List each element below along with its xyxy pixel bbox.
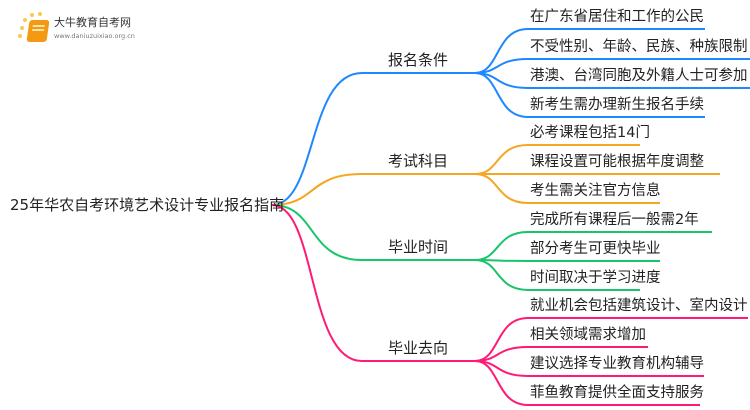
branch-connector (271, 173, 475, 206)
logo-title: 大牛教育自考网 (54, 16, 131, 29)
leaf-topic: 不受性别、年龄、民族、种族限制 (530, 39, 748, 55)
branch-label: 毕业去向 (388, 339, 449, 357)
leaf-connector (474, 144, 640, 175)
leaf-connector (474, 231, 712, 261)
branch-label: 毕业时间 (388, 238, 449, 256)
leaf-topic: 在广东省居住和工作的公民 (530, 9, 704, 25)
leaf-topic: 时间取决于学习进度 (530, 270, 661, 286)
leaf-topic: 就业机会包括建筑设计、室内设计 (530, 298, 748, 314)
leaf-topic: 完成所有课程后一般需2年 (530, 212, 699, 228)
branch-label: 考试科目 (388, 152, 449, 170)
leaf-connector (474, 28, 705, 74)
branch-label: 报名条件 (388, 51, 449, 69)
leaf-connector (474, 72, 705, 118)
root-topic: 25年华农自考环境艺术设计专业报名指南 (10, 196, 285, 214)
branch-connector (271, 72, 475, 206)
leaf-connector (474, 259, 640, 291)
leaf-topic: 相关领域需求增加 (530, 327, 646, 343)
leaf-topic: 菲鱼教育提供全面支持服务 (530, 385, 704, 401)
leaf-topic: 新考生需办理新生报名手续 (530, 97, 704, 113)
leaf-connector (474, 360, 700, 406)
leaf-topic: 考生需关注官方信息 (530, 183, 661, 199)
branch-connector (271, 204, 475, 362)
leaf-topic: 部分考生可更快毕业 (530, 241, 661, 257)
leaf-connector (474, 173, 660, 204)
leaf-topic: 港澳、台湾同胞及外籍人士可参加 (530, 68, 748, 84)
leaf-connector (474, 317, 748, 362)
leaf-topic: 课程设置可能根据年度调整 (530, 154, 704, 170)
logo-url: www.daniuzuixiao.org.cn (54, 32, 135, 40)
leaf-topic: 建议选择专业教育机构辅导 (530, 356, 704, 372)
branch-connector (271, 204, 475, 261)
logo: 大牛教育自考网 www.daniuzuixiao.org.cn (18, 12, 168, 48)
leaf-topic: 必考课程包括14门 (530, 125, 650, 141)
leaf-connector (474, 259, 660, 262)
